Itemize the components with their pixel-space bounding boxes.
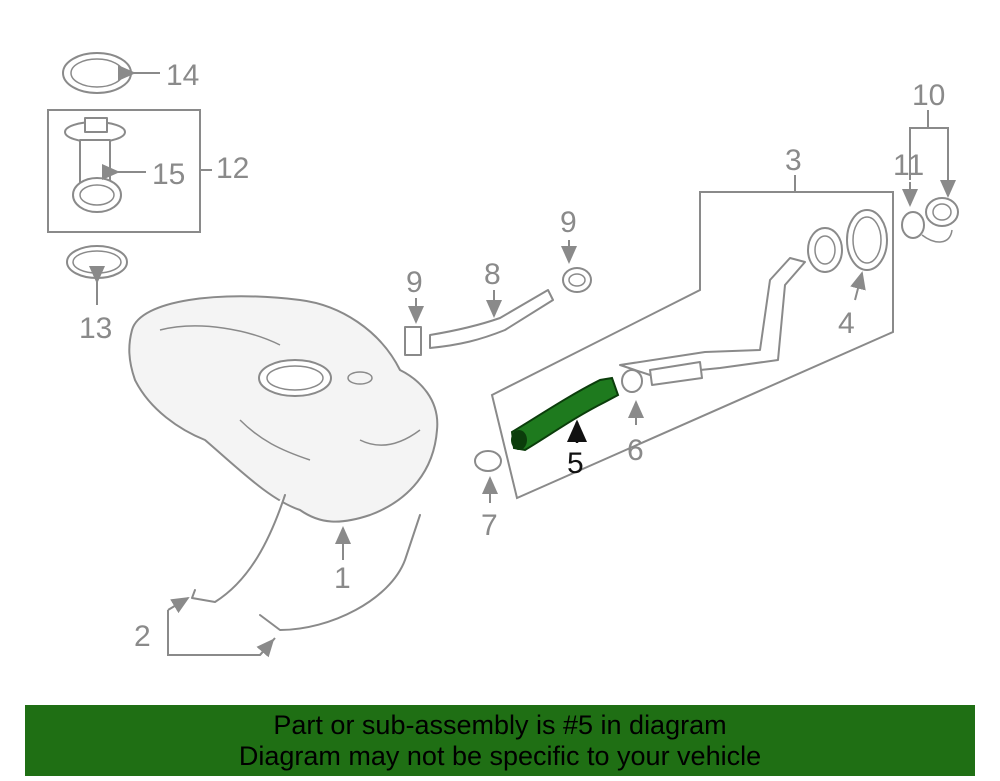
callout-3: 3 — [785, 144, 802, 177]
part-13-gasket — [66, 245, 128, 305]
part-3-filler-pipe-assembly-box — [490, 175, 894, 500]
part-12-fuel-pump-assembly-box — [47, 109, 212, 233]
callout-9-right: 9 — [560, 206, 577, 239]
callout-1: 1 — [334, 562, 351, 595]
banner-line-2: Diagram may not be specific to your vehi… — [238, 740, 762, 771]
callout-10: 10 — [912, 79, 945, 112]
part-9-clamp-left — [404, 298, 424, 356]
callout-13: 13 — [79, 312, 112, 345]
callout-15: 15 — [152, 158, 185, 191]
part-4-gasket — [846, 209, 888, 301]
part-11-cap-tether — [901, 182, 953, 243]
callout-2: 2 — [134, 620, 151, 653]
part-9-clamp-right — [561, 240, 592, 293]
callout-8: 8 — [484, 258, 501, 291]
part-5-filler-hose-highlighted — [510, 376, 620, 452]
callout-7: 7 — [481, 509, 498, 542]
part-7-clip — [474, 450, 502, 503]
part-6-hose-clamp — [621, 369, 644, 425]
part-info-banner: Part or sub-assembly is #5 in diagram Di… — [25, 705, 975, 776]
callout-4: 4 — [838, 307, 855, 340]
callout-9-left: 9 — [406, 266, 423, 299]
callout-12: 12 — [216, 152, 249, 185]
banner-line-1: Part or sub-assembly is #5 in diagram — [273, 709, 727, 740]
part-2-tank-straps — [167, 494, 421, 658]
part-8-vent-hose — [429, 289, 554, 349]
part-15-fuel-pump — [64, 117, 146, 213]
callout-14: 14 — [166, 59, 199, 92]
part-14-lock-ring — [62, 52, 160, 94]
part-1-fuel-tank — [128, 295, 439, 560]
callout-6: 6 — [627, 434, 644, 467]
part-10-fuel-cap — [909, 110, 959, 227]
callout-11: 11 — [893, 149, 924, 182]
callout-5: 5 — [567, 447, 584, 480]
